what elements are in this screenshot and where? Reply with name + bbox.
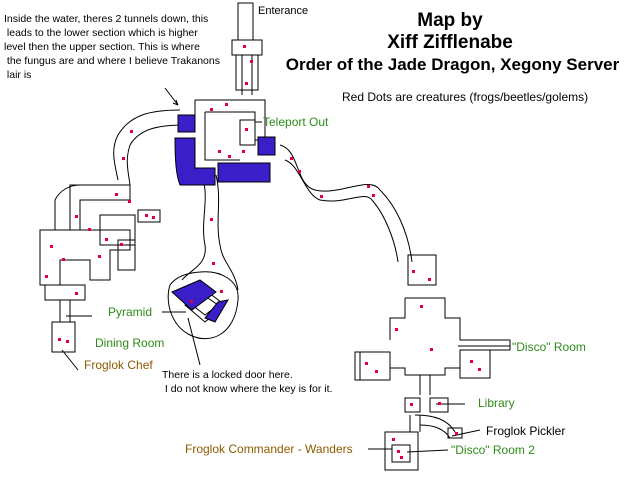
- disco-room-2: [384, 431, 419, 471]
- disco-room: [354, 297, 511, 381]
- pointer-lines: [61, 87, 510, 453]
- froglok-chef-room: [51, 321, 76, 353]
- library: [404, 397, 421, 413]
- note-locked-door: There is a locked door here. I do not kn…: [162, 369, 333, 395]
- water: [171, 114, 276, 323]
- label-disco-room-2: "Disco" Room 2: [451, 443, 535, 457]
- label-dining-room: Dining Room: [95, 336, 165, 350]
- west-corridor: [113, 109, 186, 186]
- title-line-1: Map by: [417, 10, 483, 31]
- title-line-3: Order of the Jade Dragon, Xegony Server: [285, 55, 620, 74]
- legend: Red Dots are creatures (frogs/beetles/go…: [342, 90, 589, 104]
- pyramid-cave: [167, 271, 239, 340]
- label-library: Library: [478, 396, 515, 410]
- entrance-shaft: [237, 2, 254, 41]
- label-pyramid: Pyramid: [108, 305, 153, 319]
- label-froglok-commander: Froglok Commander - Wanders: [185, 442, 353, 456]
- east-corridor: [279, 144, 413, 263]
- label-froglok-chef: Froglok Chef: [84, 358, 153, 372]
- title-line-2: Xiff Zifflenabe: [387, 32, 513, 53]
- note-water: Inside the water, theres 2 tunnels down,…: [4, 13, 220, 81]
- west-complex: [39, 229, 131, 286]
- central-corridor: [181, 174, 239, 291]
- label-froglok-pickler: Froglok Pickler: [486, 424, 566, 438]
- label-entrance: Enterance: [258, 5, 309, 17]
- label-disco-room: "Disco" Room: [512, 340, 586, 354]
- creature-dots: [45, 45, 481, 459]
- label-teleport-out: Teleport Out: [263, 115, 329, 129]
